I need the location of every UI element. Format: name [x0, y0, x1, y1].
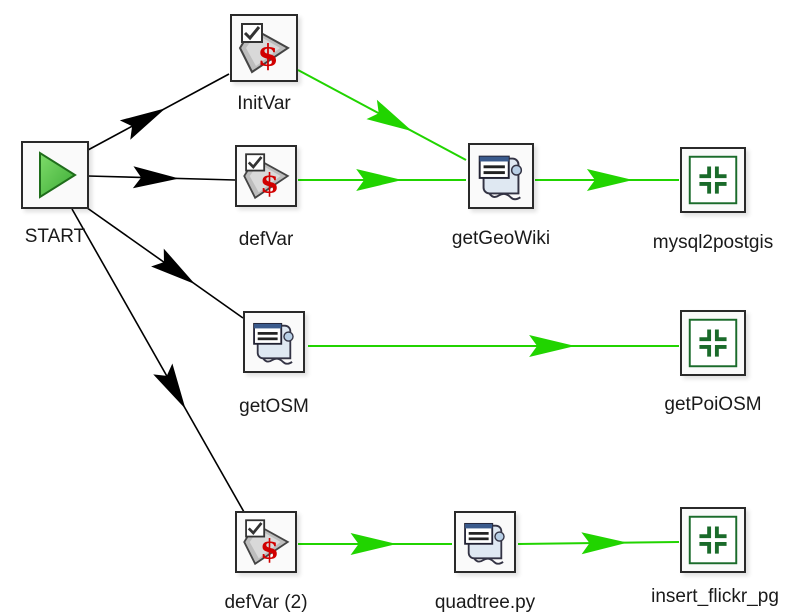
hop-defvar2-to-quadtree[interactable] — [298, 533, 452, 555]
job-entry-icon-box[interactable]: $ — [235, 511, 297, 573]
job-entry-label: insert_flickr_pg — [651, 586, 779, 607]
hop-arrowhead — [586, 169, 633, 191]
set-variables-icon: $ — [237, 147, 295, 205]
shell-script-icon — [470, 145, 532, 207]
hop-line — [71, 208, 245, 513]
job-entry-icon-box[interactable]: $ — [235, 145, 297, 207]
job-entry-label: InitVar — [237, 93, 291, 114]
svg-text:$: $ — [260, 167, 279, 199]
hops-layer — [71, 69, 680, 555]
shell-script-icon — [245, 313, 303, 371]
transformation-icon — [682, 509, 744, 571]
hop-arrowhead — [581, 532, 628, 555]
job-entry-icon-box[interactable] — [468, 143, 534, 209]
hop-line — [82, 204, 244, 319]
job-entry-icon-box[interactable] — [680, 147, 746, 213]
job-entry-label: START — [24, 226, 86, 247]
hop-start-to-getosm[interactable] — [82, 204, 244, 319]
hop-start-to-defvar[interactable] — [87, 166, 236, 189]
job-entry-label: defVar (2) — [224, 592, 308, 613]
transformation-icon — [682, 149, 744, 211]
set-variables-icon: $ — [232, 16, 296, 80]
job-entry-icon-box[interactable]: $ — [230, 14, 298, 82]
hop-start-to-initvar[interactable] — [87, 73, 230, 151]
job-entry-icon-box[interactable] — [454, 511, 516, 573]
transformation-icon — [682, 312, 744, 374]
job-entry-icon-box[interactable] — [680, 310, 746, 376]
hop-arrowhead — [119, 108, 166, 140]
shell-script-icon — [456, 513, 514, 571]
job-entry-icon-box[interactable] — [21, 141, 89, 209]
hop-arrowhead — [356, 169, 403, 191]
hop-arrowhead — [153, 363, 186, 409]
set-variables-icon: $ — [237, 513, 295, 571]
hop-arrowhead — [151, 248, 195, 285]
hop-arrowhead — [529, 335, 576, 357]
hop-arrowhead — [132, 166, 180, 189]
start-play-icon — [23, 143, 87, 207]
job-entry-label: mysql2postgis — [652, 232, 774, 253]
job-entry-label: getGeoWiki — [451, 228, 551, 249]
hop-arrowhead — [366, 99, 413, 132]
hop-start-to-defvar2[interactable] — [71, 208, 245, 513]
svg-text:$: $ — [258, 39, 279, 74]
hop-quadtree-to-insertflickr[interactable] — [517, 532, 680, 555]
job-entry-label: getPoiOSM — [664, 394, 762, 415]
hop-arrowhead — [350, 533, 397, 555]
svg-text:$: $ — [260, 533, 279, 565]
job-entry-label: defVar — [238, 229, 294, 250]
job-entry-icon-box[interactable] — [243, 311, 305, 373]
hop-getgeowiki-to-mysql2postgis[interactable] — [535, 169, 679, 191]
hop-getosm-to-getpoiosm[interactable] — [308, 335, 679, 357]
job-entry-label: quadtree.py — [434, 592, 536, 613]
job-entry-label: getOSM — [239, 396, 309, 417]
hop-initvar-to-getgeowiki[interactable] — [297, 69, 467, 161]
job-entry-icon-box[interactable] — [680, 507, 746, 573]
hop-defvar-to-getgeowiki[interactable] — [298, 169, 466, 191]
